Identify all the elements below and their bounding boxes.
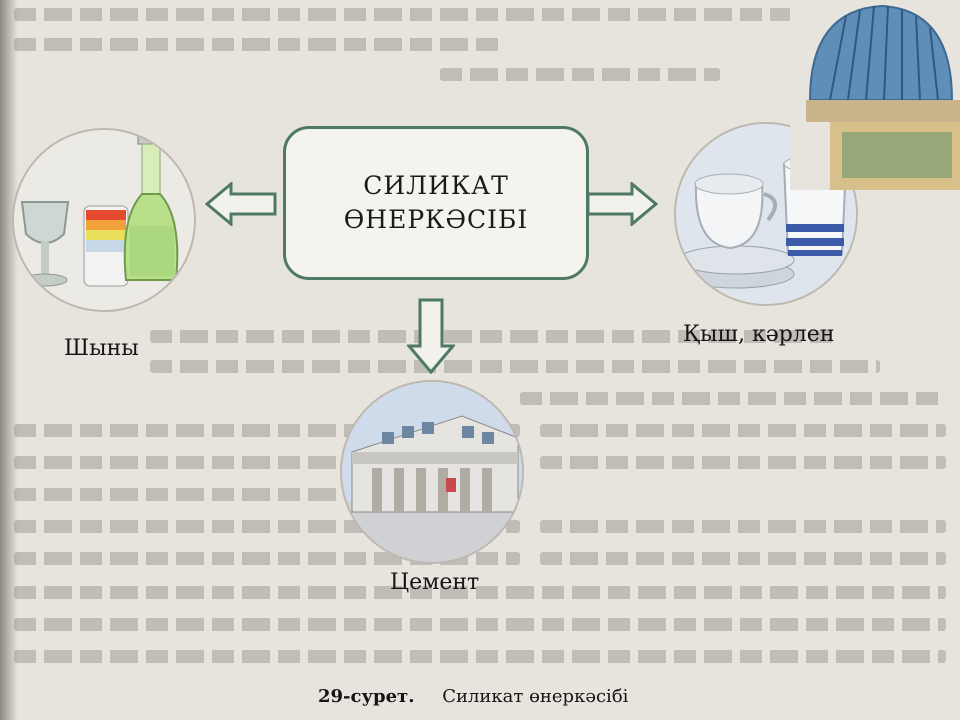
center-label-line-1: СИЛИКАТ — [363, 171, 509, 200]
mosque-dome-image — [790, 0, 960, 190]
arrow-left-icon — [205, 182, 277, 226]
figure-caption: 29-сурет. Силикат өнеркәсібі — [318, 686, 738, 707]
arrow-right-icon — [586, 182, 658, 226]
silicate-industry-box: СИЛИКАТ ӨНЕРКӘСІБІ — [283, 126, 589, 280]
figure-title: Силикат өнеркәсібі — [442, 686, 629, 707]
glass-image — [12, 128, 196, 312]
cement-image — [340, 380, 524, 564]
glass-caption: Шыны — [64, 336, 139, 361]
figure-number: 29-сурет. — [318, 686, 415, 707]
arrow-down-icon — [407, 298, 455, 374]
page-gutter-shadow — [0, 0, 18, 720]
center-label-line-2: ӨНЕРКӘСІБІ — [343, 205, 529, 234]
cement-caption: Цемент — [390, 570, 480, 595]
ceramics-caption: Қыш, кәрлен — [683, 322, 835, 347]
